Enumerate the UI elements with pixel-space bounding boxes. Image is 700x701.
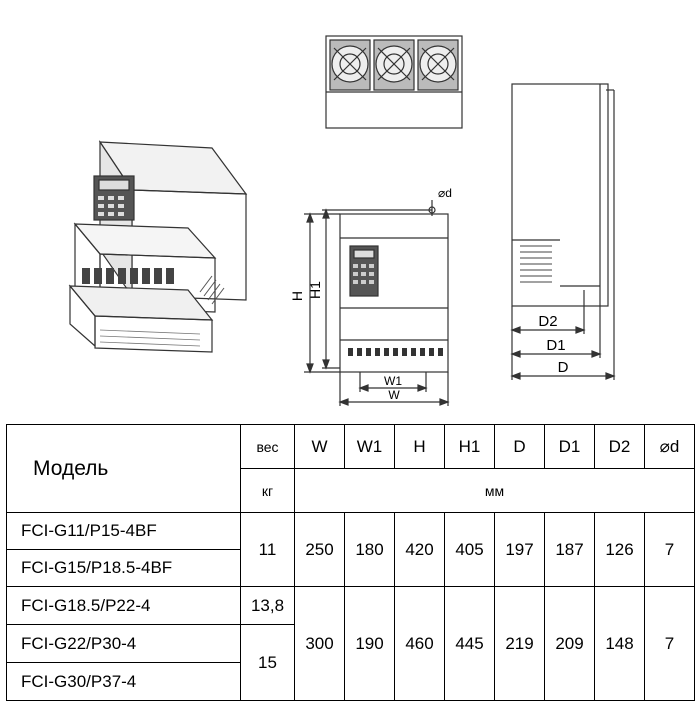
spec-table: Модель вес W W1 H H1 D D1 D2 ⌀d кг мм FC… — [6, 424, 695, 701]
unit-row: кг мм — [7, 468, 695, 513]
value-D1: 209 — [544, 586, 595, 701]
value-H1: 405 — [444, 512, 495, 587]
front-view — [304, 200, 450, 406]
model-header: Модель — [6, 424, 241, 513]
value-H1: 445 — [444, 586, 495, 701]
model-name: FCI-G18.5/P22-4 — [6, 586, 241, 625]
top-view — [325, 35, 463, 129]
col-D: D — [494, 424, 545, 469]
model-name: FCI-G15/P18.5-4BF — [6, 549, 241, 587]
weight-cell: 15 — [240, 624, 295, 701]
table-row: FCI-G30/P37-4 — [6, 662, 695, 701]
dim-label-D1: D1 — [546, 337, 565, 354]
col-hole: ⌀d — [644, 424, 695, 469]
model-name: FCI-G11/P15-4BF — [6, 512, 241, 550]
col-W: W — [294, 424, 345, 469]
dim-label-D2: D2 — [538, 313, 557, 330]
value-D: 197 — [494, 512, 545, 587]
table-row: FCI-G11/P15-4BF 11 250 180 420 405 197 1… — [6, 512, 695, 587]
value-W: 250 — [294, 512, 345, 587]
weight-cell: 13,8 — [240, 586, 295, 625]
table-row: FCI-G22/P30-4 15 — [6, 624, 695, 701]
col-W1: W1 — [344, 424, 395, 469]
table-row: FCI-G18.5/P22-4 13,8 300 190 460 445 219… — [6, 586, 695, 701]
value-D2: 126 — [594, 512, 645, 587]
value-hole: 7 — [644, 512, 695, 587]
weight-cell: 11 — [240, 512, 295, 587]
dim-label-W: W — [388, 388, 400, 402]
dim-label-W1: W1 — [384, 374, 402, 388]
value-D1: 187 — [544, 512, 595, 587]
dimension-drawings: H H1 W1 W ⌀d D2 D1 D — [68, 35, 616, 406]
side-view — [510, 83, 616, 380]
model-name: FCI-G30/P37-4 — [6, 662, 241, 701]
value-W: 300 — [294, 586, 345, 701]
col-D1: D1 — [544, 424, 595, 469]
col-H: H — [394, 424, 445, 469]
value-H: 420 — [394, 512, 445, 587]
model-name: FCI-G22/P30-4 — [6, 624, 241, 663]
table-row: FCI-G15/P18.5-4BF — [6, 549, 695, 587]
table-header-row: Модель вес W W1 H H1 D D1 D2 ⌀d — [6, 424, 695, 513]
dim-label-hole: ⌀d — [438, 186, 452, 200]
value-D2: 148 — [594, 586, 645, 701]
dim-unit: мм — [294, 468, 695, 513]
col-H1: H1 — [444, 424, 495, 469]
dim-label-D: D — [558, 359, 569, 376]
col-D2: D2 — [594, 424, 645, 469]
weight-unit: кг — [240, 468, 295, 513]
dim-label-H1: H1 — [307, 281, 323, 299]
value-W1: 180 — [344, 512, 395, 587]
value-hole: 7 — [644, 586, 695, 701]
value-W1: 190 — [344, 586, 395, 701]
isometric-view — [68, 140, 248, 353]
dim-label-H: H — [289, 291, 305, 301]
weight-header: вес — [240, 424, 295, 469]
value-H: 460 — [394, 586, 445, 701]
value-D: 219 — [494, 586, 545, 701]
